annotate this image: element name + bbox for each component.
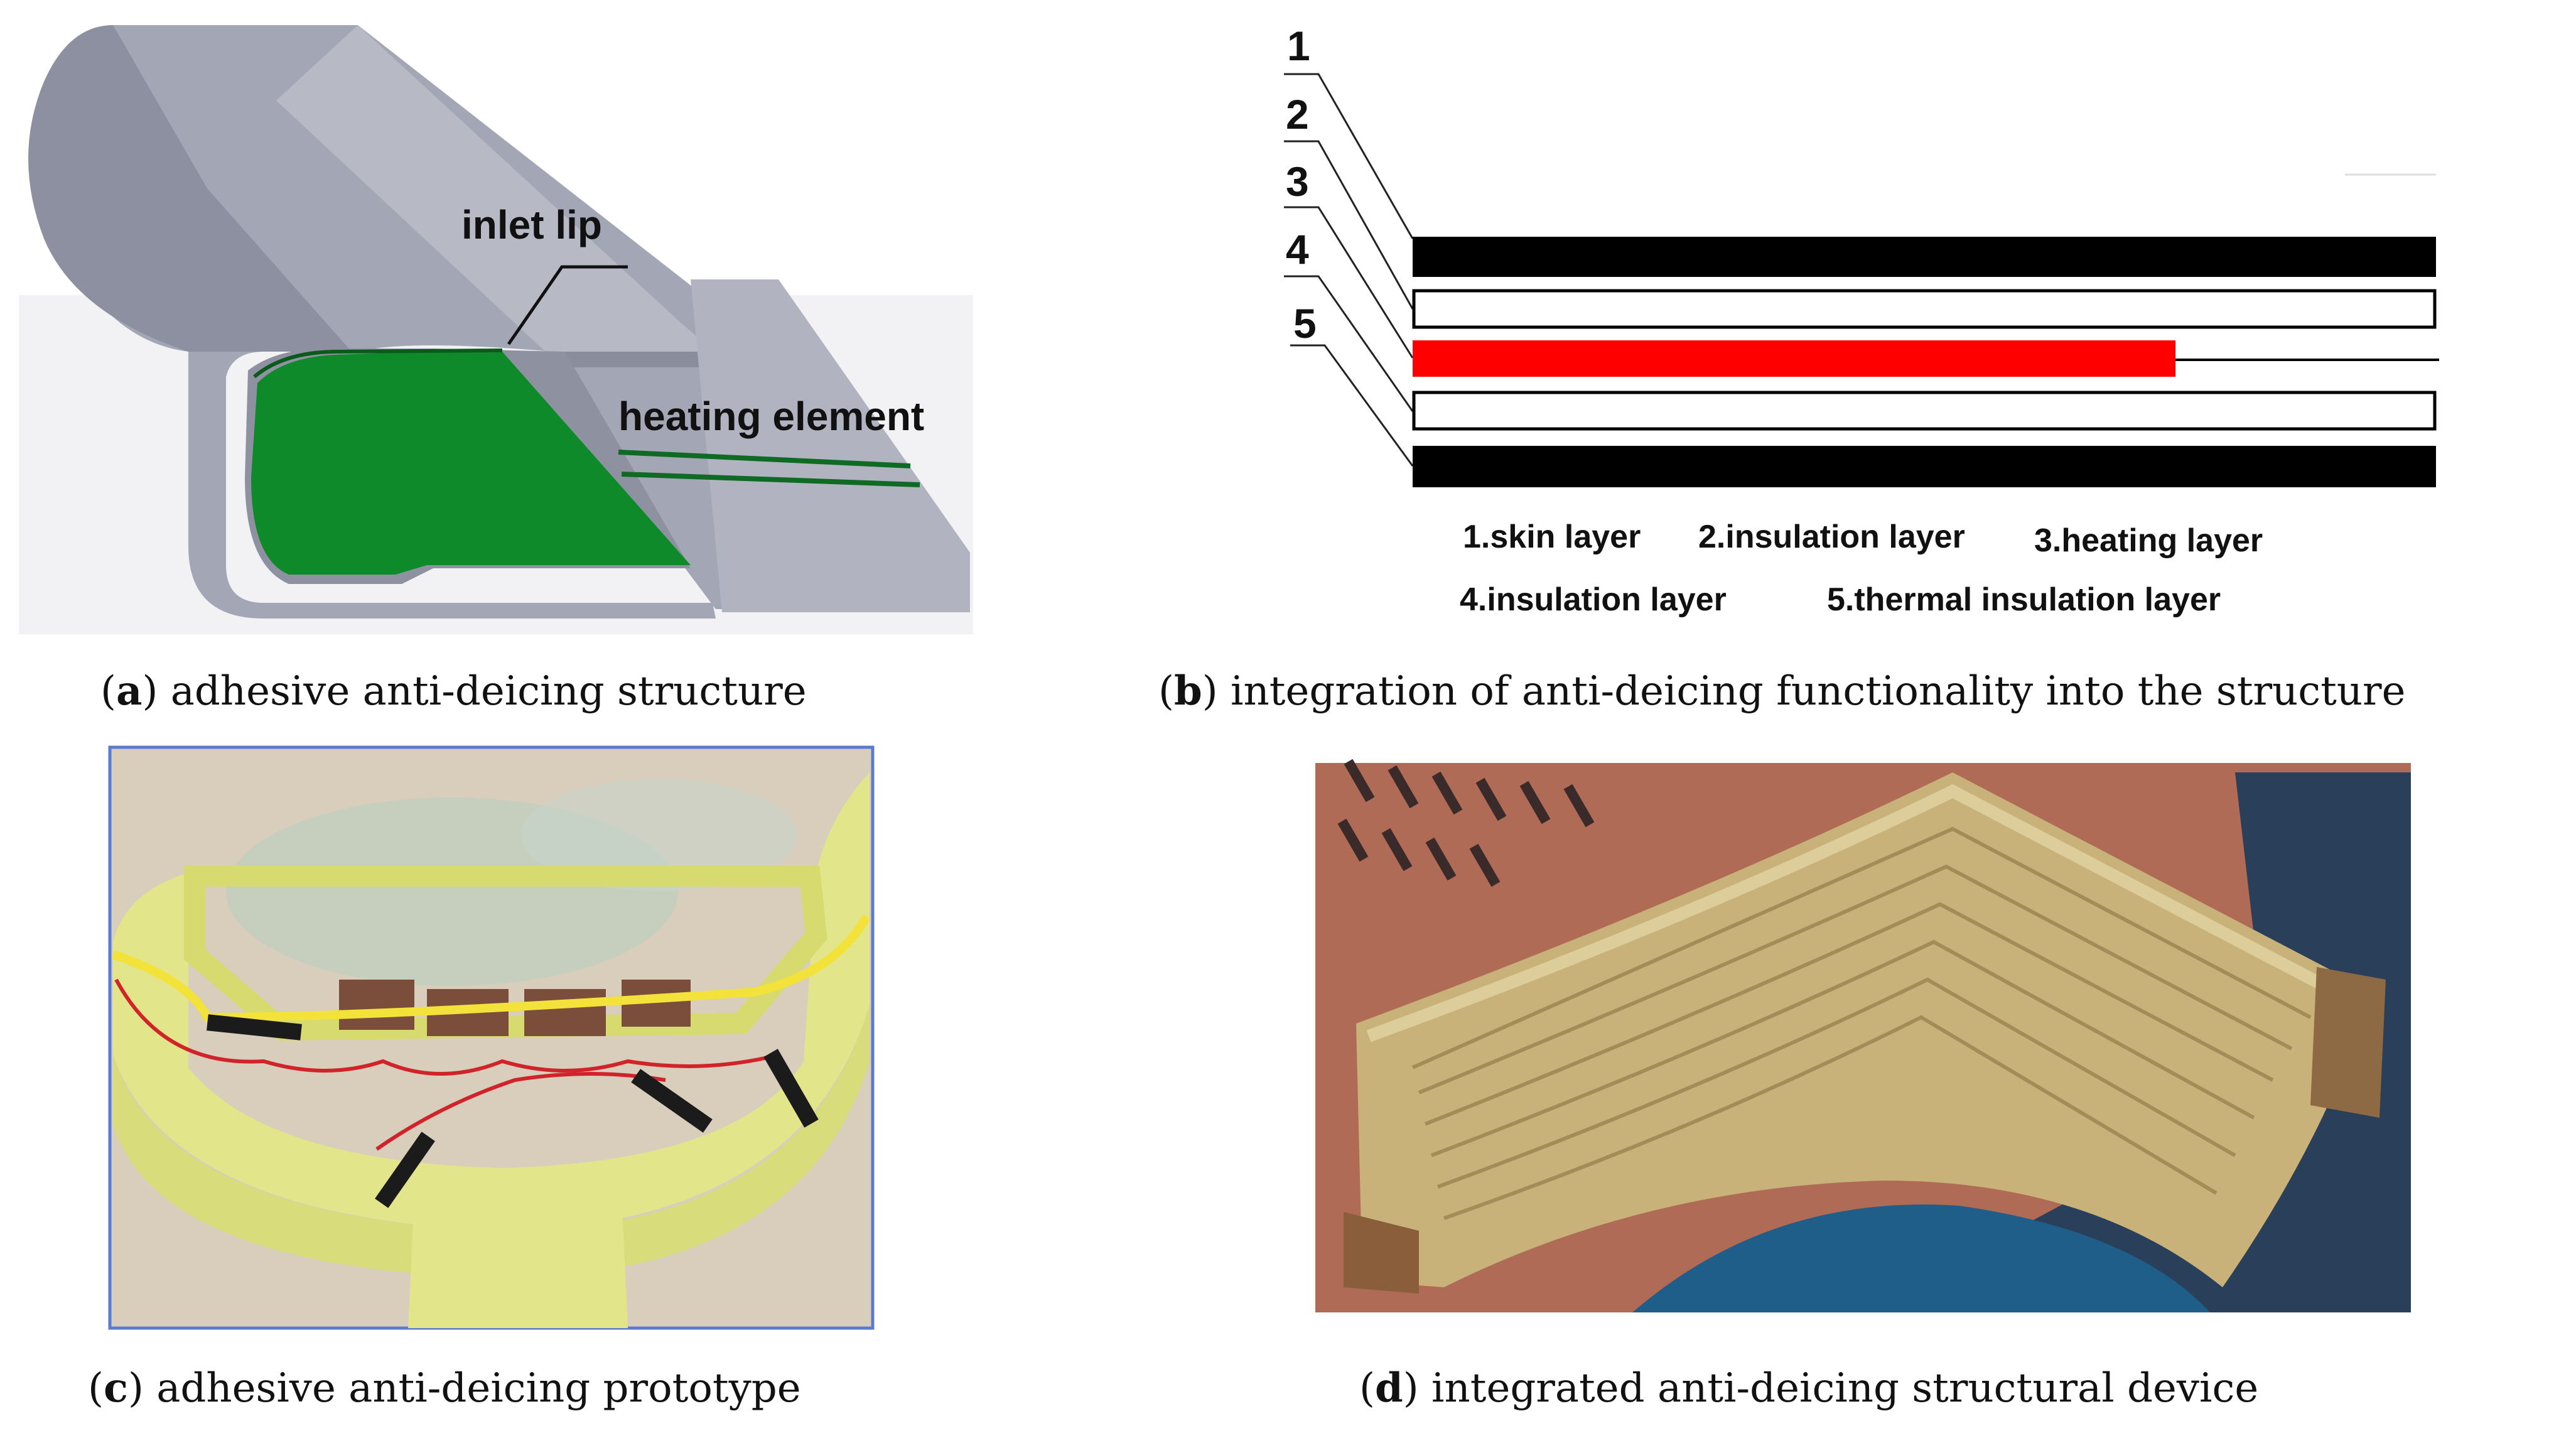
legend-heating-layer: 3.heating layer [2034, 522, 2263, 559]
heater-pad-1 [339, 980, 414, 1030]
device-body [1356, 772, 2373, 1287]
ring-outer-flange [113, 1005, 870, 1278]
blue-base [1632, 1204, 2210, 1312]
heating-wire-1 [618, 450, 911, 468]
red-wire-2 [375, 1072, 666, 1151]
inlet-lip-label: inlet lip [461, 202, 602, 247]
caption-b-letter: b [1174, 668, 1202, 715]
inlet-lip-leader [507, 265, 628, 345]
insulation-layer-upper [1412, 289, 2437, 329]
black-sleeve-2 [631, 1069, 713, 1133]
layer-number-3: 3 [1286, 158, 1309, 205]
slotted-plate [1337, 759, 1595, 887]
panel-a-render [19, 25, 973, 634]
skin-layer [1413, 237, 2436, 277]
yellow-wire [111, 914, 871, 1022]
panel-b-schematic [1284, 73, 2439, 487]
table-stain-2 [521, 779, 797, 892]
thermal-insulation-layer [1413, 446, 2436, 487]
step-plate [691, 279, 970, 612]
ring-ribs [184, 865, 827, 1041]
panel-c-photo [108, 745, 875, 1330]
caption-d-text: ) integrated anti-deicing structural dev… [1403, 1365, 2258, 1412]
caption-c-text: ) adhesive anti-deicing prototype [128, 1365, 801, 1412]
heating-wire-2 [621, 472, 920, 487]
layer-number-4: 4 [1286, 226, 1309, 273]
leader-1 [1284, 73, 1414, 239]
leader-2 [1284, 140, 1414, 310]
bracket-stem [408, 1196, 628, 1328]
leader-4 [1284, 275, 1414, 412]
leader-3 [1284, 206, 1414, 359]
caption-d: (d) integrated anti-deicing structural d… [1359, 1365, 2258, 1412]
legend-skin-layer: 1.skin layer [1463, 519, 1641, 555]
red-wire-1 [114, 978, 779, 1076]
legend-insulation-layer-4: 4.insulation layer [1460, 581, 1727, 618]
heater-layer [251, 352, 691, 575]
caption-b: (b) integration of anti-deicing function… [1158, 668, 2406, 715]
layer-number-2: 2 [1286, 91, 1309, 138]
caption-b-text: ) integration of anti-deicing functional… [1202, 668, 2406, 715]
heater-edge [253, 349, 503, 379]
caption-c: (c) adhesive anti-deicing prototype [88, 1365, 801, 1412]
heater-pad-3 [524, 989, 606, 1036]
side-block [2310, 967, 2386, 1118]
insulation-layer-lower [1412, 391, 2437, 431]
leader-5 [1290, 344, 1414, 467]
caption-a: (a) adhesive anti-deicing structure [100, 668, 807, 715]
heating-element-label: heating element [618, 394, 924, 439]
caption-a-letter: a [116, 668, 142, 715]
housing-cylinder [28, 25, 352, 352]
caption-d-letter: d [1375, 1365, 1403, 1412]
black-sleeve-1 [207, 1014, 302, 1041]
black-sleeve-4 [375, 1132, 435, 1208]
black-sleeve-3 [763, 1049, 819, 1128]
legend-insulation-layer-2: 2.insulation layer [1698, 519, 1965, 555]
layer-number-5: 5 [1293, 300, 1317, 347]
caption-c-letter: c [104, 1365, 128, 1412]
device-top-edge [1366, 784, 2364, 1042]
lip-plate [276, 25, 728, 364]
heating-layer [1413, 340, 2175, 377]
heater-traces [1411, 826, 2312, 1220]
legend-thermal-insulation-layer: 5.thermal insulation layer [1827, 581, 2221, 618]
layer-number-1: 1 [1287, 23, 1310, 69]
caption-a-text: ) adhesive anti-deicing structure [142, 668, 806, 715]
lip-edge [546, 352, 728, 367]
left-block [1344, 1212, 1419, 1294]
panel-d-photo [1315, 759, 2411, 1312]
